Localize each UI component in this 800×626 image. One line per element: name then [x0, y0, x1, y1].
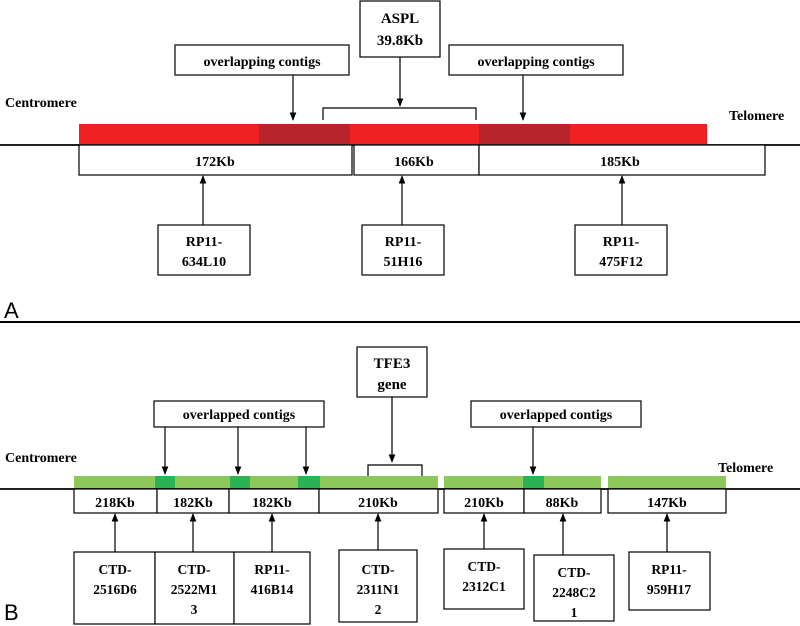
overlap-label-left: overlapped contigs [183, 408, 296, 423]
clone-name-line: RP11- [385, 235, 422, 250]
gene-size: 39.8Kb [377, 33, 423, 49]
overlap-region-left [259, 124, 350, 144]
clone-box [361, 224, 445, 276]
clone-name-line: 634L10 [182, 255, 226, 270]
clone-name-line: 416B14 [251, 582, 294, 597]
gene-name: ASPL [381, 11, 419, 27]
clone-name-line: CTD- [362, 562, 395, 577]
clone-box [443, 548, 525, 610]
panel-label-b: B [4, 600, 19, 625]
segment-box [523, 488, 602, 514]
overlap-label-right: overlapping contigs [477, 55, 595, 70]
telomere-label: Telomere [718, 461, 773, 476]
clone-name-line: 2522M1 [171, 582, 218, 597]
clone-name-line: 2312C1 [462, 579, 506, 594]
segment-size: 185Kb [600, 155, 640, 170]
segment-box [156, 488, 230, 514]
overlap-region [155, 476, 175, 489]
gene-box-aspl [359, 0, 441, 58]
overlap-region-right [479, 124, 570, 144]
clone-name-line: 2516D6 [93, 582, 137, 597]
clone-name-line: CTD- [558, 565, 591, 580]
overlap-box-left [174, 44, 350, 76]
segment-size: 172Kb [195, 155, 235, 170]
segment-size: 182Kb [252, 496, 292, 511]
clone-name-line: 2 [375, 602, 382, 617]
clone-name-line: RP11- [651, 562, 686, 577]
overlap-label-right: overlapped contigs [500, 408, 613, 423]
overlap-label-left: overlapping contigs [203, 55, 321, 70]
gene-box-tfe3 [356, 346, 428, 398]
segment-size: 147Kb [647, 496, 687, 511]
segment-box [318, 488, 439, 514]
clone-name-line: 959H17 [647, 582, 692, 597]
clone-name-line: RP11- [186, 235, 223, 250]
segment-box [228, 488, 320, 514]
telomere-label: Telomere [729, 109, 784, 124]
clone-name-line: CTD- [468, 559, 501, 574]
clone-name-line: 3 [191, 602, 198, 617]
clone-box [157, 224, 251, 276]
segment-size: 182Kb [173, 496, 213, 511]
gene-bracket [322, 107, 477, 120]
panel-b: TFE3 gene overlapped contigs overlapped … [0, 346, 800, 625]
contig-bar [608, 476, 726, 489]
clone-name-line: 2311N1 [357, 582, 400, 597]
clone-box [533, 554, 615, 622]
overlap-region [523, 476, 544, 489]
segment-size: 210Kb [464, 496, 504, 511]
clone-name-line: 2248C2 [552, 585, 596, 600]
clone-box [73, 551, 156, 625]
overlap-region [298, 476, 320, 489]
clone-box [338, 549, 418, 623]
segment-box [73, 488, 158, 514]
segment-size: 218Kb [95, 496, 135, 511]
clone-box [574, 224, 668, 276]
clone-name-line: RP11- [254, 562, 289, 577]
contig-bar [444, 476, 601, 489]
overlap-region [230, 476, 250, 489]
clone-name-line: RP11- [603, 235, 640, 250]
segment-box [607, 488, 727, 514]
clone-name-line: 1 [571, 605, 578, 620]
gene-label: gene [377, 377, 407, 393]
centromere-label: Centromere [5, 451, 77, 466]
clone-box [628, 551, 711, 611]
clone-box [154, 551, 235, 625]
clone-name-line: CTD- [99, 562, 132, 577]
clone-name-line: CTD- [178, 562, 211, 577]
clone-box [233, 551, 311, 625]
overlap-box-left [153, 400, 325, 428]
clone-name-line: 51H16 [384, 255, 423, 270]
panel-label-a: A [4, 298, 19, 323]
clone-name-line: 475F12 [599, 255, 643, 270]
segment-box [478, 144, 766, 176]
segment-box [443, 488, 525, 514]
overlap-box-right [448, 44, 624, 76]
segment-size: 166Kb [394, 155, 434, 170]
segment-box [78, 144, 353, 176]
gene-name: TFE3 [374, 356, 411, 372]
contig-bar [74, 476, 438, 489]
overlap-box-right [470, 400, 642, 428]
segment-size: 88Kb [546, 496, 579, 511]
contig-bar [79, 124, 707, 144]
gene-bracket [367, 464, 423, 476]
panel-a: ASPL 39.8Kb overlapping contigs overlapp… [0, 0, 800, 323]
segment-size: 210Kb [358, 496, 398, 511]
centromere-label: Centromere [5, 96, 77, 111]
